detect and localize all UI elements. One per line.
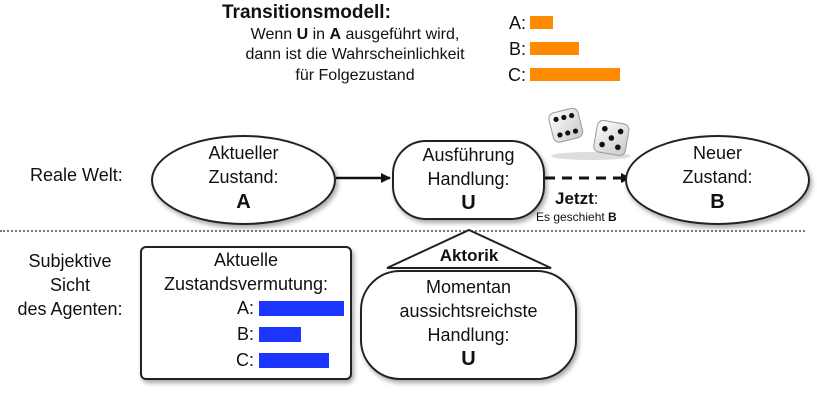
best-action-symbol: U [461,348,476,370]
transition-bar-b [530,42,579,55]
row-label-real-world: Reale Welt: [30,165,123,185]
dice-icon [548,107,631,160]
current-state-symbol: A [236,191,251,213]
now-caption: Es geschieht B [536,210,617,224]
transition-title: Transitionsmodell: [222,2,391,23]
current-state-line1: Aktueller [208,143,279,163]
new-state-symbol: B [710,191,725,213]
transition-text-pre: Wenn [250,26,297,43]
belief-label-b: B: [236,324,254,344]
execution-line1: Ausführung [422,145,515,165]
execution-box [392,140,545,220]
belief-bar-c [259,353,329,368]
transition-bar-c [530,68,620,81]
transition-text-mid: in [308,26,330,43]
actuator-label: Aktorik [439,246,499,265]
now-label-colon: : [593,189,599,208]
transition-label-b: B: [508,39,526,59]
divider [0,230,805,232]
row-label-subjective-2: Sicht [49,275,91,295]
transition-text-line3: für Folgezustand [295,67,415,84]
execution-line2: Handlung: [427,169,510,189]
transition-label-c: C: [508,65,526,85]
transition-label-a: A: [508,13,526,33]
transition-bar-a [530,16,553,29]
best-action-box [360,270,577,380]
belief-label-c: C: [236,350,254,370]
now-label-text: Jetzt [555,189,594,208]
belief-label-a: A: [236,298,254,318]
actuator-triangle [386,228,552,269]
execution-symbol: U [461,192,476,214]
best-action-line3: Handlung: [427,325,510,345]
row-label-subjective-3: des Agenten: [17,299,123,319]
best-action-line1: Momentan [425,277,512,297]
current-state-oval [151,135,336,225]
best-action-line2: aussichtsreichste [399,301,538,321]
transition-text-a: A [329,26,342,43]
belief-line1: Aktuelle [213,250,279,270]
transition-text-line2: dann ist die Wahrscheinlichkeit [245,46,465,63]
new-state-line2: Zustand: [682,167,753,187]
new-state-line1: Neuer [692,143,743,163]
now-caption-b: B [608,210,617,224]
now-label: Jetzt: [555,189,598,209]
transition-text-u: U [296,26,309,43]
now-caption-text: Es geschieht [536,210,609,224]
belief-bar-a [259,301,344,316]
belief-line2: Zustandsvermutung: [163,274,329,294]
transition-text-post: ausgeführt wird, [341,26,460,43]
row-label-subjective-1: Subjektive [28,251,112,271]
transition-text-line1: Wenn U in A ausgeführt wird, [210,25,500,45]
belief-bar-b [259,327,301,342]
new-state-oval [625,135,810,225]
current-state-line2: Zustand: [208,167,279,187]
